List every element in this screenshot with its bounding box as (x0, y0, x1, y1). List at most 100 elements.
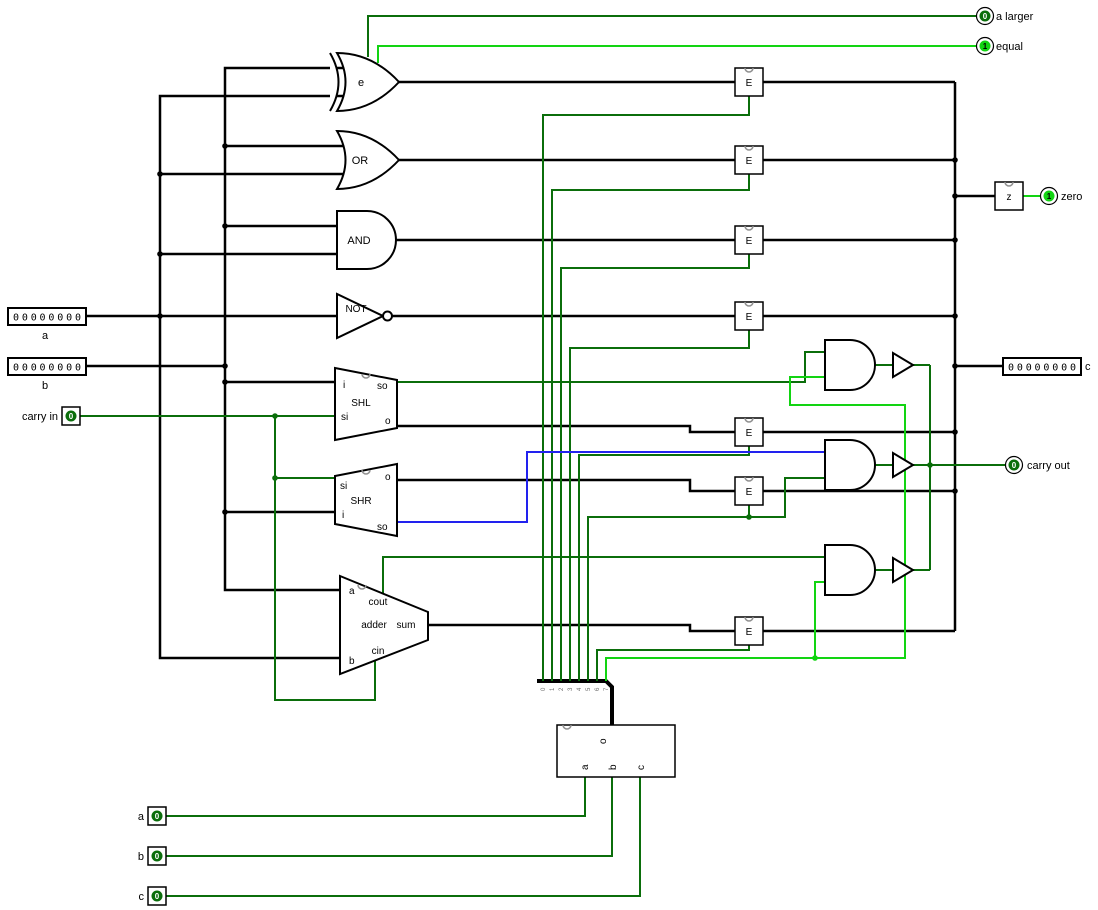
orientation-notch (744, 67, 754, 73)
junction-dot (222, 379, 228, 385)
orientation-notch (361, 469, 371, 475)
pin-label: cin (372, 646, 385, 657)
wire (274, 416, 376, 701)
adder-label: adder (361, 620, 387, 631)
junction-dot (157, 313, 163, 319)
pin-label: cout (369, 597, 388, 608)
wire (814, 581, 825, 658)
pin-label: sum (397, 620, 416, 631)
orientation-notch (744, 476, 754, 482)
wire (223, 66, 345, 592)
pin-state (979, 10, 991, 22)
junction-dot (952, 157, 958, 163)
splitter-spine (537, 679, 614, 725)
high-wires (377, 45, 1040, 681)
orientation-notch (1004, 181, 1014, 187)
orientation-notch (744, 145, 754, 151)
wire (605, 376, 906, 681)
pin-state[interactable] (151, 850, 163, 862)
enabler-label: E (746, 236, 753, 247)
orientation-notch (744, 225, 754, 231)
buffer-2 (892, 451, 915, 479)
pin-value: 0 (155, 852, 160, 861)
wire (428, 623, 735, 633)
enabler-label: E (746, 428, 753, 439)
enabler-label: E (746, 627, 753, 638)
bit-label: 7 (604, 687, 610, 691)
pin-label: equal (996, 41, 1023, 53)
enabler-6: E (734, 476, 764, 506)
gate-body (824, 544, 876, 596)
enabler-label: E (746, 156, 753, 167)
enabler-label: E (746, 312, 753, 323)
wire (542, 96, 750, 681)
shifter-label: SHR (350, 496, 371, 507)
input-pin-a[interactable]: 00000000 a (7, 307, 87, 342)
input-pin-b[interactable]: 00000000 b (7, 357, 87, 392)
enabler-label: E (746, 487, 753, 498)
junction-dot (222, 363, 228, 369)
wire (397, 351, 825, 383)
junction-dot (927, 462, 933, 468)
wire-junctions (157, 143, 958, 661)
gate-label: AND (347, 235, 370, 247)
pin-label: o (598, 738, 609, 744)
pin-label: a (580, 764, 591, 770)
output-pin-c: 00000000 c (1002, 357, 1091, 376)
adder-body (339, 574, 429, 676)
wire (166, 777, 641, 897)
gate-label: OR (352, 155, 369, 167)
adder: a cout adder sum cin b (339, 574, 429, 676)
pin-value-box[interactable] (7, 307, 87, 326)
select-a-pin[interactable]: a 0 (138, 806, 167, 826)
enabler-7: E (734, 616, 764, 646)
wire (397, 424, 735, 434)
carry-and-gate-3 (824, 544, 876, 596)
pin-value-box[interactable] (7, 357, 87, 376)
pin-value: 0 (155, 812, 160, 821)
carry-out-pin: 0 carry out (1004, 455, 1070, 475)
wire (382, 556, 825, 594)
orientation-notch (744, 616, 754, 622)
orientation-notch (361, 373, 371, 379)
equal-pin: 1 equal (975, 36, 1023, 56)
junction-dot (952, 313, 958, 319)
pin-label: a (349, 586, 355, 597)
or-gate: OR (335, 129, 401, 191)
gate-body (335, 129, 401, 191)
buffer-3 (892, 556, 915, 584)
carry-in-pin[interactable]: carry in 0 (22, 406, 81, 426)
bit-label: 3 (568, 687, 574, 691)
decoder-body (556, 724, 676, 778)
shifter-body (334, 366, 398, 442)
pin-state[interactable] (151, 810, 163, 822)
xor-back-arc (329, 52, 340, 112)
junction-dot (157, 171, 163, 177)
wire (397, 451, 825, 523)
pin-label: c (636, 765, 647, 770)
junction-dot (952, 429, 958, 435)
wire (367, 15, 976, 57)
carry-and-gate-2 (824, 439, 876, 491)
pin-label: b (608, 764, 619, 770)
orientation-notch (744, 417, 754, 423)
pin-label: b (42, 380, 48, 392)
wire (377, 45, 976, 63)
pin-value: 1 (983, 42, 988, 51)
shl-shifter: i so SHL si o (334, 366, 398, 442)
pin-state[interactable] (151, 890, 163, 902)
junction-dot (812, 655, 818, 661)
wire (587, 505, 750, 681)
select-b-pin[interactable]: b 0 (138, 846, 167, 866)
pin-label: si (341, 412, 348, 423)
junction-dot (222, 509, 228, 515)
not-gate: NOT (336, 292, 393, 340)
select-c-pin[interactable]: c 0 (139, 886, 167, 906)
junction-dot (952, 237, 958, 243)
junction-dot (272, 475, 278, 481)
junction-dot (746, 514, 752, 520)
pin-label: i (342, 510, 344, 521)
bit-label: 4 (577, 687, 583, 691)
pin-label: b (349, 656, 355, 667)
pin-state[interactable] (65, 410, 77, 422)
